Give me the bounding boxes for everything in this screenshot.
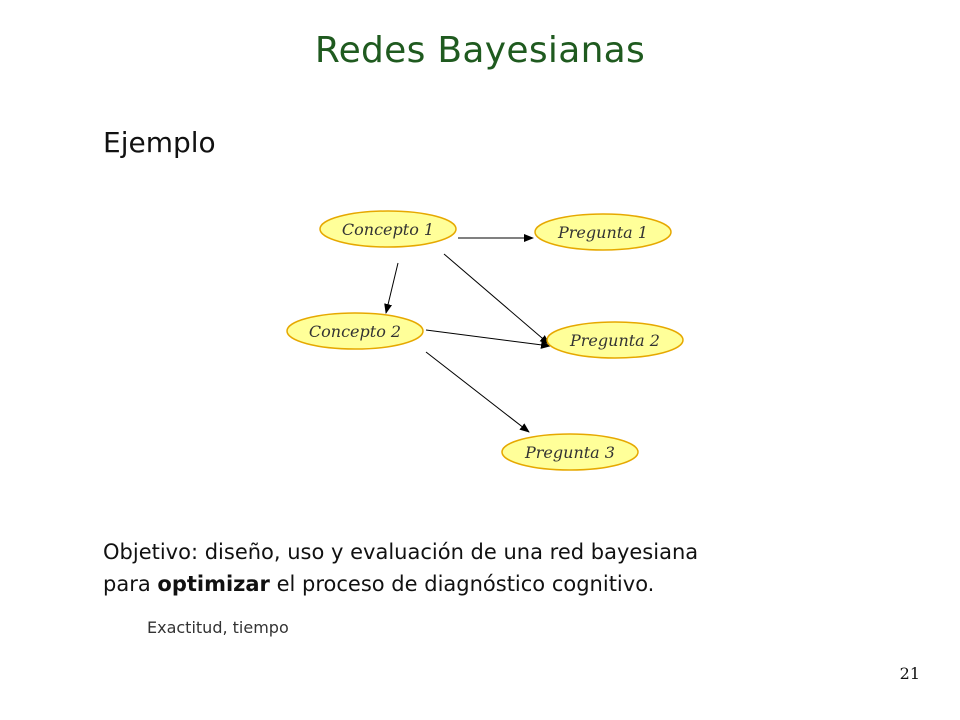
edge-concepto1-concepto2 bbox=[384, 262, 399, 314]
objective-emphasis: optimizar bbox=[157, 572, 270, 596]
node-label: Pregunta 1 bbox=[557, 223, 648, 242]
objective-line-2: para optimizar el proceso de diagnóstico… bbox=[103, 568, 903, 600]
node-pregunta-2: Pregunta 2 bbox=[546, 321, 684, 359]
objective-line-1: Objetivo: diseño, uso y evaluación de un… bbox=[103, 540, 699, 564]
node-pregunta-3: Pregunta 3 bbox=[501, 433, 639, 471]
edge-concepto2-pregunta2 bbox=[425, 329, 551, 349]
node-label: Concepto 1 bbox=[342, 220, 434, 239]
edge-concepto1-pregunta2 bbox=[443, 253, 550, 345]
node-label: Pregunta 3 bbox=[524, 443, 615, 462]
node-concepto-1: Concepto 1 bbox=[319, 210, 457, 248]
objective-text: Objetivo: diseño, uso y evaluación de un… bbox=[103, 536, 903, 600]
node-label: Pregunta 2 bbox=[569, 331, 660, 350]
node-pregunta-1: Pregunta 1 bbox=[534, 213, 672, 251]
slide-subtitle: Ejemplo bbox=[103, 126, 216, 159]
edge-concepto2-pregunta3 bbox=[425, 351, 530, 433]
objective-line-2-post: el proceso de diagnóstico cognitivo. bbox=[269, 572, 655, 596]
node-label: Concepto 2 bbox=[309, 322, 401, 341]
objective-line-2-pre: para bbox=[103, 572, 158, 596]
objective-note: Exactitud, tiempo bbox=[147, 618, 289, 637]
page-number: 21 bbox=[899, 664, 920, 683]
slide-title: Redes Bayesianas bbox=[314, 30, 646, 71]
node-concepto-2: Concepto 2 bbox=[286, 312, 424, 350]
